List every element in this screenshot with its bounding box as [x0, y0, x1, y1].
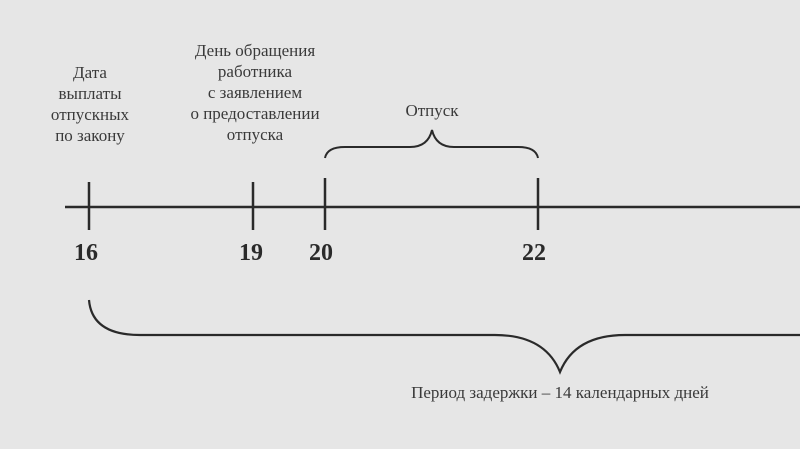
vacation-brace	[324, 129, 539, 159]
label-line: отпуска	[226, 125, 284, 144]
tick-label-16: 16	[74, 240, 98, 266]
label-line: отпускных	[50, 105, 130, 124]
label-line: Дата	[73, 63, 107, 82]
request-day-label: День обращения работника с заявлением о …	[170, 40, 340, 145]
tick-label-20: 20	[309, 240, 333, 266]
label-line: с заявлением	[207, 83, 303, 102]
label-line: о предоставлении	[190, 104, 320, 123]
tick-label-19: 19	[239, 240, 263, 266]
label-line: по закону	[55, 126, 125, 145]
tick-label-22: 22	[522, 240, 546, 266]
delay-period-label: Период задержки – 14 календарных дней	[411, 383, 709, 402]
label-line: выплаты	[58, 84, 122, 103]
vacation-label: Отпуск	[405, 101, 459, 120]
delay-brace	[87, 299, 800, 375]
label-line: работника	[217, 62, 293, 81]
label-line: День обращения	[194, 41, 316, 60]
payment-date-label: Дата выплаты отпускных по закону	[40, 62, 140, 146]
